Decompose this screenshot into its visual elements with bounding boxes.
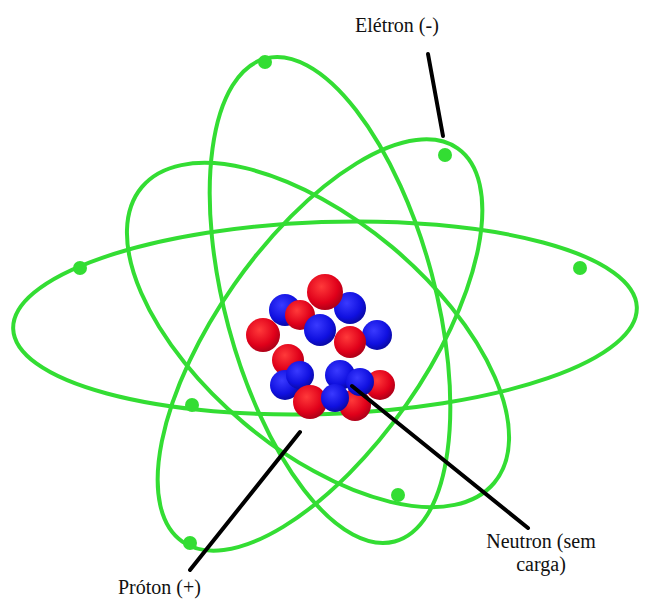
electron-dot xyxy=(183,536,197,550)
electrons xyxy=(73,55,587,550)
part-label: Próton (+) xyxy=(118,576,201,599)
electron-dot xyxy=(573,261,587,275)
proton-ball xyxy=(246,318,280,352)
leader-line xyxy=(190,432,300,570)
orbit xyxy=(10,211,640,425)
leader-line xyxy=(352,386,528,528)
electron-dot xyxy=(438,148,452,162)
part-label: Neutron (sem carga) xyxy=(478,530,604,576)
electron-dot xyxy=(73,261,87,275)
proton-ball xyxy=(307,274,343,310)
neutron-ball xyxy=(321,384,349,412)
electron-dot xyxy=(258,55,272,69)
electron-dot xyxy=(391,488,405,502)
proton-ball xyxy=(334,326,366,358)
orbits xyxy=(10,31,640,601)
neutron-ball xyxy=(362,320,392,350)
electron-dot xyxy=(185,398,199,412)
part-label: Elétron (-) xyxy=(355,14,439,37)
leader-line xyxy=(428,54,443,136)
neutron-ball xyxy=(286,361,314,389)
neutron-ball xyxy=(304,314,336,346)
nucleus xyxy=(246,274,395,421)
orbit xyxy=(68,99,568,571)
leader-lines xyxy=(190,54,528,570)
